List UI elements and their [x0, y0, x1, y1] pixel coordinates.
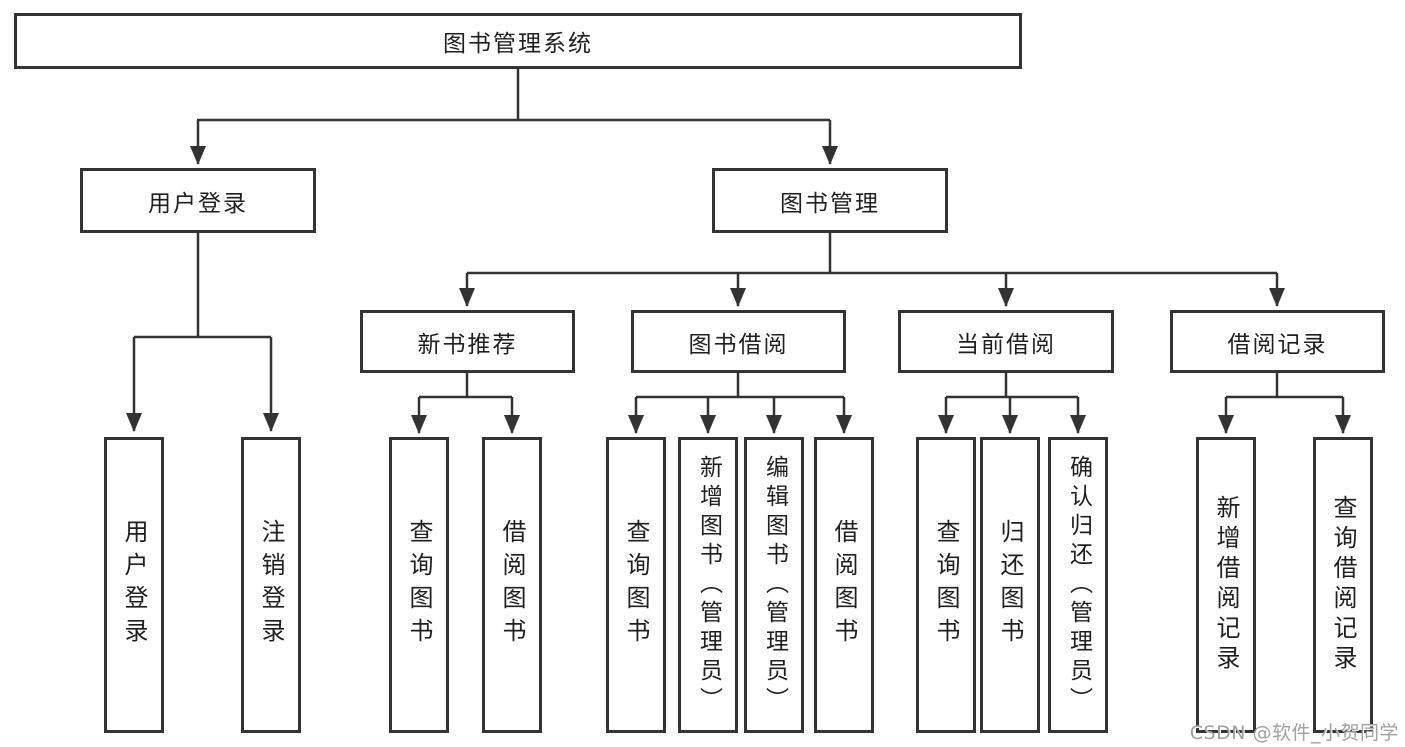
csdn-watermark: CSDN @软件_小贺同学 [1189, 722, 1399, 744]
node-root-system: 图书管理系统 [14, 13, 1022, 69]
leaf-logout: 注销登录 [241, 437, 301, 733]
leaf-query-books-recommend: 查询图书 [389, 437, 449, 733]
leaf-borrow-books-recommend: 借阅图书 [482, 437, 542, 733]
leaf-borrow-books: 借阅图书 [814, 437, 874, 733]
leaf-query-borrow-record: 查询借阅记录 [1313, 437, 1373, 733]
leaf-query-books-borrow: 查询图书 [606, 437, 666, 733]
leaf-confirm-return-admin: 确认归还（管理员） [1048, 437, 1108, 733]
node-book-borrow: 图书借阅 [631, 310, 846, 373]
node-user-login: 用户登录 [80, 168, 316, 233]
leaf-return-books: 归还图书 [980, 437, 1040, 733]
node-new-book-recommend: 新书推荐 [360, 310, 575, 373]
leaf-user-login: 用户登录 [104, 437, 164, 733]
leaf-add-borrow-record: 新增借阅记录 [1196, 437, 1256, 733]
leaf-add-books-admin: 新增图书（管理员） [678, 437, 738, 733]
node-current-borrow: 当前借阅 [898, 310, 1114, 373]
node-book-management: 图书管理 [712, 168, 948, 233]
node-borrow-records: 借阅记录 [1170, 310, 1385, 373]
leaf-edit-books-admin: 编辑图书（管理员） [744, 437, 804, 733]
leaf-query-books-current: 查询图书 [916, 437, 976, 733]
